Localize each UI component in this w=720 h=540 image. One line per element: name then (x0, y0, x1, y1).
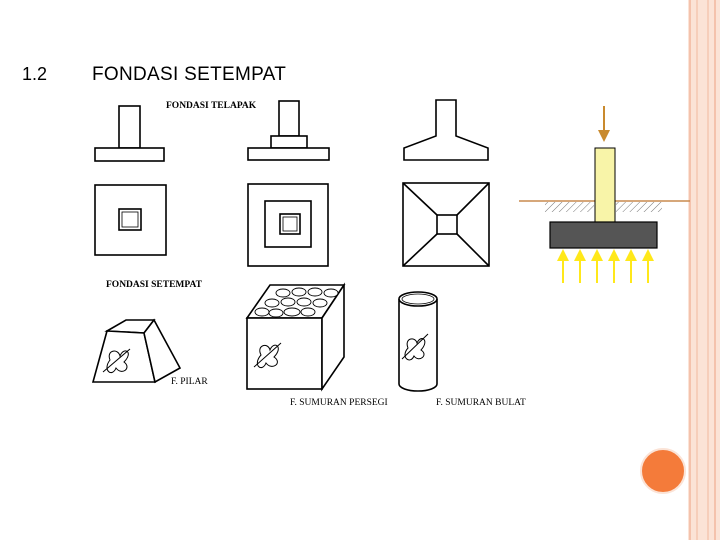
label-sumuran-bulat: F. SUMURAN BULAT (436, 398, 526, 408)
load-diagram (519, 106, 690, 283)
slide-title: FONDASI SETEMPAT (92, 64, 287, 85)
slide-number: 1.2 (22, 64, 48, 84)
telapak-section-2 (247, 100, 330, 161)
telapak-section-3 (403, 99, 489, 161)
sumuran-bulat-foundation (398, 291, 438, 392)
label-setempat: FONDASI SETEMPAT (106, 280, 203, 290)
pilar-foundation (91, 318, 182, 384)
label-telapak: FONDASI TELAPAK (166, 101, 257, 111)
ground-hatch-right (616, 202, 662, 212)
sumuran-persegi-foundation (245, 282, 346, 392)
accent-circle (640, 448, 686, 494)
telapak-section-1 (94, 105, 165, 162)
decorative-border (688, 0, 720, 540)
ground-hatch-left (545, 202, 594, 212)
telapak-plan-3 (402, 182, 490, 267)
soil-reaction-arrows (557, 249, 654, 283)
telapak-plan-1 (94, 184, 167, 256)
label-pilar: F. PILAR (171, 377, 208, 387)
footing (549, 221, 658, 249)
column (594, 147, 616, 223)
label-sumuran-persegi: F. SUMURAN PERSEGI (290, 398, 388, 408)
telapak-plan-2 (247, 183, 329, 267)
